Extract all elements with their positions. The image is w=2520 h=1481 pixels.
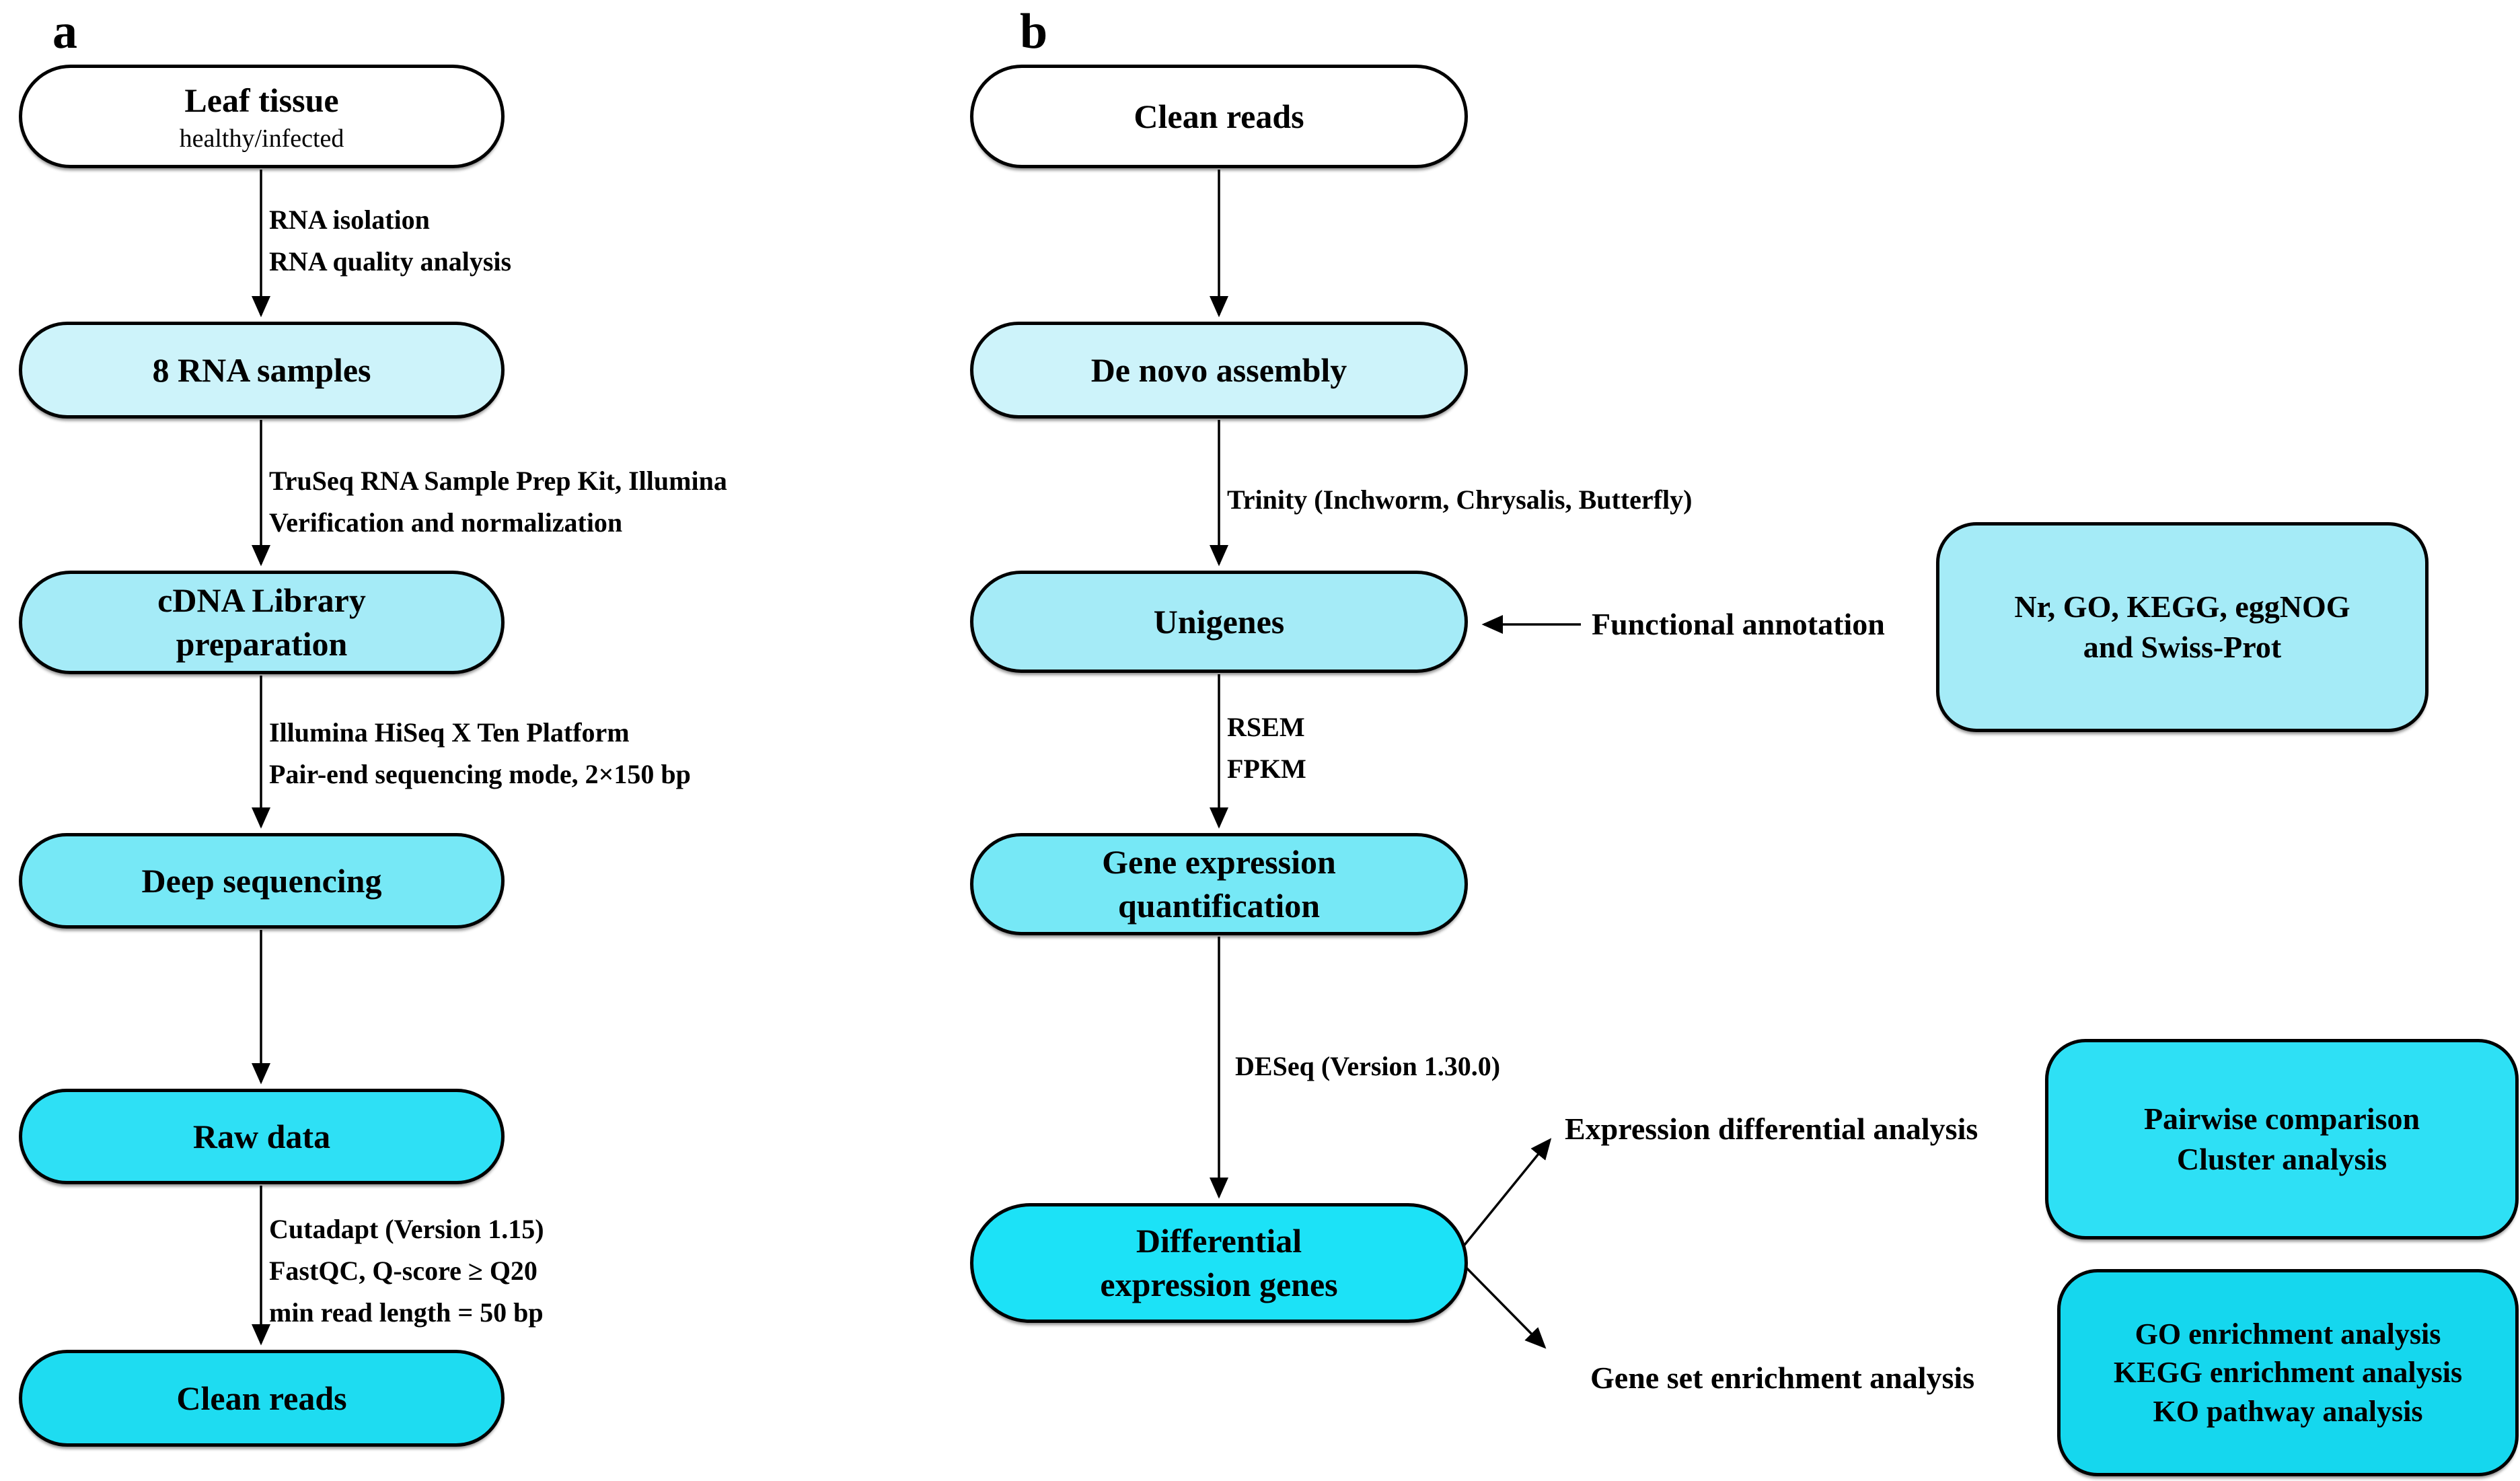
edge-label-deseq: DESeq (Version 1.30.0) — [1235, 1051, 1501, 1081]
node-deep-sequencing: Deep sequencing — [19, 833, 505, 929]
node-clean-reads-b-title: Clean reads — [1134, 97, 1304, 135]
node-gene-expression: Gene expression quantification — [970, 833, 1468, 935]
node-pairwise-cluster-title: Pairwise comparison Cluster analysis — [2143, 1101, 2420, 1176]
edge-label-functional-annotation: Functional annotation — [1592, 607, 1885, 641]
node-diff-expression-genes-title: Differential expression genes — [1100, 1222, 1338, 1303]
node-leaf-tissue: Leaf tissue healthy/infected — [19, 65, 505, 168]
panel-b-letter: b — [1020, 4, 1048, 59]
node-annotation-databases-title: Nr, GO, KEGG, eggNOG and Swiss-Prot — [2014, 589, 2350, 664]
node-clean-reads-a: Clean reads — [19, 1350, 505, 1447]
edge-label-trinity: Trinity (Inchworm, Chrysalis, Butterfly) — [1227, 484, 1693, 515]
node-gene-expression-title: Gene expression quantification — [1102, 843, 1336, 925]
node-de-novo-assembly-title: De novo assembly — [1090, 351, 1347, 389]
node-raw-data: Raw data — [19, 1089, 505, 1184]
node-unigenes-title: Unigenes — [1153, 602, 1285, 641]
node-raw-data-title: Raw data — [192, 1117, 331, 1155]
edge-label-truseq: TruSeq RNA Sample Prep Kit, Illumina Ver… — [269, 466, 727, 538]
node-cdna-library: cDNA Library preparation — [19, 571, 505, 674]
node-leaf-tissue-subtitle: healthy/infected — [179, 124, 344, 153]
node-unigenes: Unigenes — [970, 571, 1468, 673]
panel-a-letter: a — [52, 4, 77, 59]
node-leaf-tissue-title: Leaf tissue — [184, 81, 339, 119]
node-cdna-library-title: cDNA Library preparation — [157, 581, 366, 663]
node-de-novo-assembly: De novo assembly — [970, 322, 1468, 419]
edge-label-expression-differential: Expression differential analysis — [1565, 1112, 1978, 1146]
node-enrichment-title: GO enrichment analysis KEGG enrichment a… — [2113, 1317, 2463, 1428]
node-rna-samples-title: 8 RNA samples — [152, 351, 371, 389]
node-rna-samples: 8 RNA samples — [19, 322, 505, 419]
node-pairwise-cluster: Pairwise comparison Cluster analysis — [2045, 1039, 2519, 1239]
node-annotation-databases: Nr, GO, KEGG, eggNOG and Swiss-Prot — [1936, 522, 2429, 732]
edge-label-cutadapt: Cutadapt (Version 1.15) FastQC, Q-score … — [269, 1214, 544, 1328]
node-clean-reads-a-title: Clean reads — [176, 1379, 347, 1417]
edge-label-rsem-fpkm: RSEM FPKM — [1227, 712, 1306, 784]
edge-label-gene-set-enrichment: Gene set enrichment analysis — [1590, 1361, 1975, 1395]
node-clean-reads-b: Clean reads — [970, 65, 1468, 168]
node-deep-sequencing-title: Deep sequencing — [141, 861, 382, 900]
edge-label-rna-isolation: RNA isolation RNA quality analysis — [269, 205, 512, 277]
arrow-diffgenes-to-expression-analysis — [1449, 1138, 1552, 1264]
node-diff-expression-genes: Differential expression genes — [970, 1203, 1468, 1323]
node-enrichment: GO enrichment analysis KEGG enrichment a… — [2057, 1269, 2519, 1476]
edge-label-illumina: Illumina HiSeq X Ten Platform Pair-end s… — [269, 717, 691, 789]
